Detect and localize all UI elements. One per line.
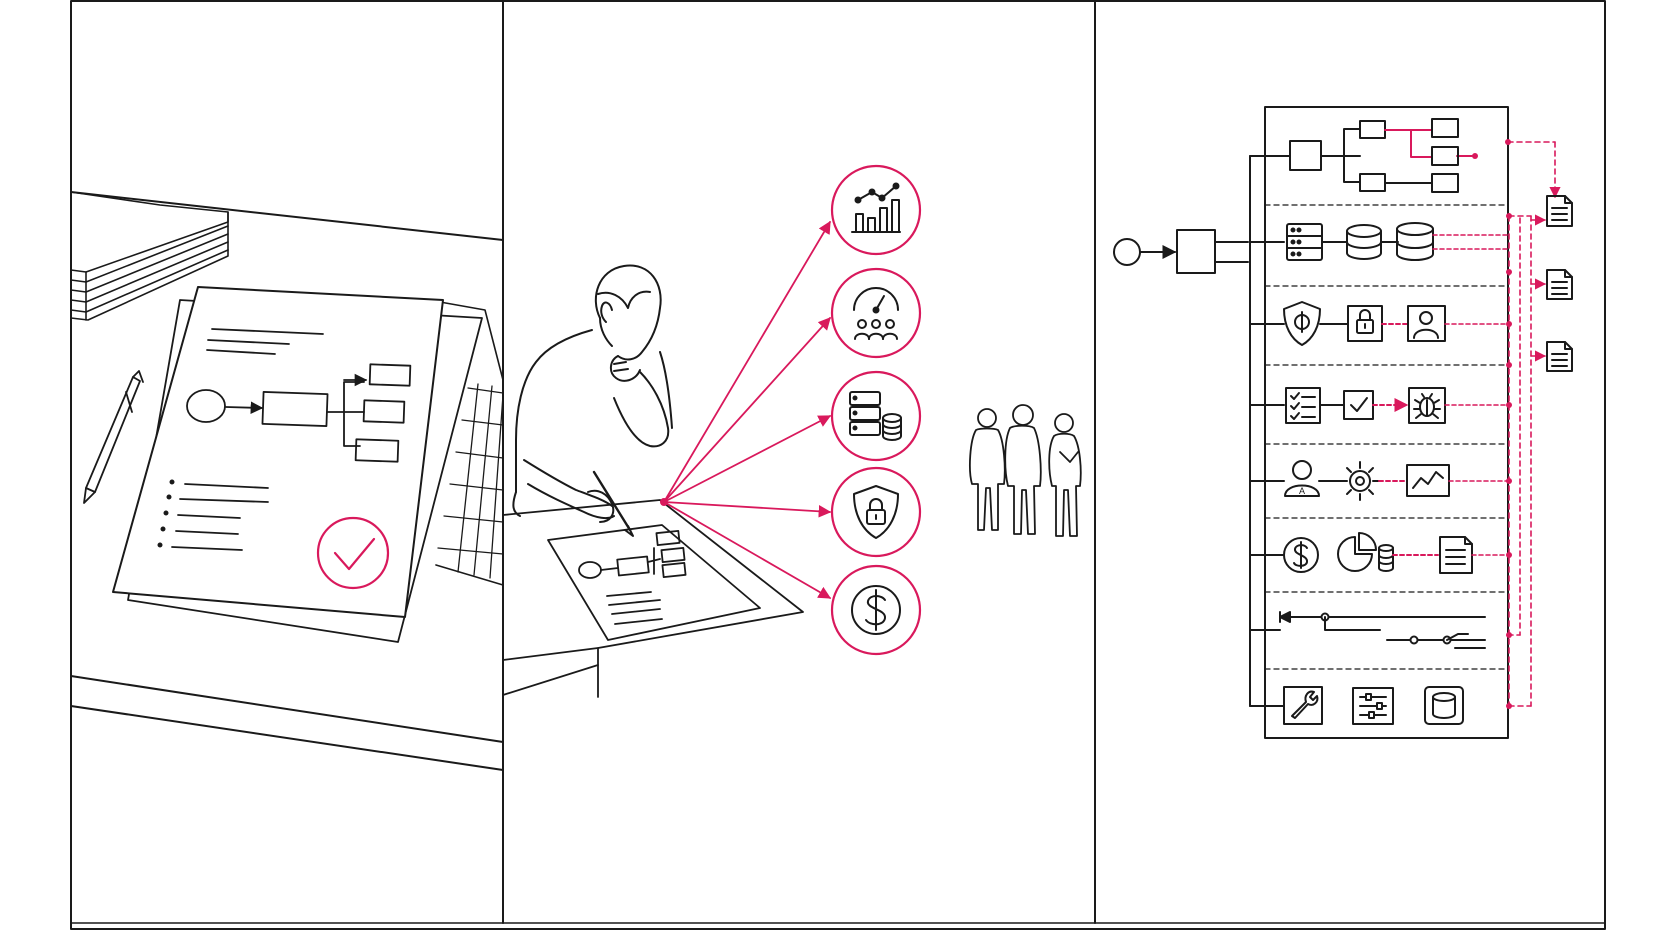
chart-icon [830, 164, 922, 256]
dollar-icon [830, 564, 922, 656]
gauge-team-icon [830, 267, 922, 359]
checklist-icon [1285, 387, 1321, 424]
gear-icon [1340, 461, 1380, 501]
checkbox-icon [1343, 390, 1374, 420]
database-icon [1424, 686, 1464, 725]
shield-lock-icon [830, 466, 922, 558]
person-silhouette [969, 408, 1006, 531]
user-admin-icon: A [1284, 460, 1320, 497]
team-group-icon [969, 404, 1082, 537]
database-icon [1346, 224, 1382, 260]
database-icon [1396, 222, 1434, 261]
analysis-arrows [663, 220, 832, 599]
server-database-icon [830, 370, 922, 462]
layer-data [1286, 222, 1509, 261]
person-silhouette [1048, 413, 1082, 537]
panel-review [70, 191, 504, 771]
bullet-list [157, 479, 269, 551]
panel-analysis [502, 164, 1082, 698]
pie-database-icon [1337, 532, 1394, 572]
person-figure [512, 264, 673, 537]
layer-finance [1283, 532, 1509, 574]
lock-icon [1347, 305, 1383, 342]
approval-check-icon [316, 516, 390, 590]
server-icon [1286, 223, 1323, 261]
entry-node [1113, 229, 1249, 274]
timeline-icon [1279, 611, 1486, 649]
svg-text:A: A [1299, 486, 1305, 496]
layer-operations: A [1284, 460, 1509, 501]
output-bus [1507, 141, 1561, 707]
pen-icon [83, 370, 144, 504]
bug-icon [1408, 387, 1446, 424]
table [502, 499, 804, 698]
flowchart-sketch [186, 363, 412, 463]
shield-icon [1283, 301, 1321, 346]
document-icon [1546, 341, 1573, 372]
user-icon [1407, 305, 1446, 342]
layer-stack [1249, 106, 1509, 739]
layer-quality [1285, 387, 1509, 424]
analysis-icons [830, 164, 922, 656]
layer-structure [1289, 118, 1478, 193]
monitor-chart-icon [1406, 464, 1450, 497]
layer-timeline [1279, 611, 1486, 649]
dollar-icon [1283, 537, 1319, 573]
layer-security [1283, 301, 1509, 346]
diagram-sheet [547, 524, 761, 641]
wrench-icon [1283, 686, 1323, 725]
calendar-sheet [435, 301, 504, 586]
sliders-icon [1352, 687, 1394, 725]
panel-architecture: A [1113, 106, 1573, 739]
bus-nodes [1505, 139, 1512, 709]
document-icon [1546, 195, 1573, 227]
desk [70, 191, 504, 771]
main-document [112, 286, 444, 618]
layer-tools [1283, 686, 1464, 725]
output-documents [1546, 195, 1573, 372]
document-icon [1439, 536, 1473, 574]
document-icon [1546, 269, 1573, 300]
paper-stack [70, 191, 229, 321]
person-silhouette [1004, 404, 1042, 535]
